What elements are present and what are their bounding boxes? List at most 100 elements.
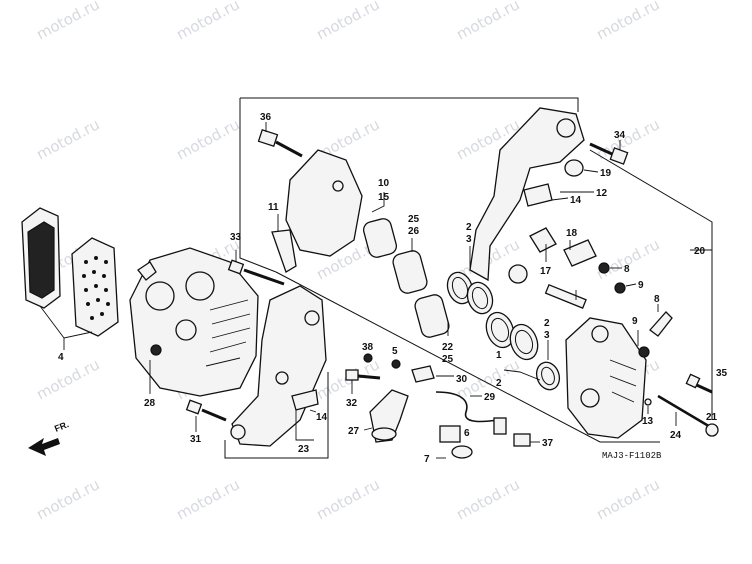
callout-36: 36: [260, 112, 272, 123]
left-bracket-hole-upper: [304, 310, 320, 326]
right-caliper-ribs: [609, 359, 637, 403]
bleeder-8-lower: [649, 311, 673, 337]
left-caliper-piston-bore-1: [145, 281, 175, 311]
callout-3-lower: 3: [544, 330, 550, 341]
slide-pins: [529, 227, 637, 309]
watermark: motod.ru: [33, 0, 102, 44]
callout-19: 19: [600, 168, 612, 179]
watermark: motod.ru: [33, 475, 102, 523]
callout-22: 22: [442, 342, 454, 353]
right-bracket-hole-top: [556, 118, 576, 138]
callout-8-upper: 8: [624, 264, 630, 275]
right-caliper-port: [591, 325, 609, 343]
left-bracket-hole-lower: [230, 424, 246, 440]
right-caliper-body: [565, 249, 719, 439]
leader-9-upper: [625, 283, 637, 287]
left-caliper-fitting: [137, 261, 157, 281]
sensor-30: [411, 365, 435, 383]
callout-25-lower: 25: [442, 354, 454, 365]
watermark: motod.ru: [453, 475, 522, 523]
watermark: motod.ru: [33, 355, 102, 403]
bolt-31-shank: [201, 408, 227, 422]
pad-retainer-hole: [332, 180, 344, 192]
callout-10: 10: [378, 178, 390, 189]
callout-24: 24: [670, 430, 682, 441]
callout-29: 29: [484, 392, 496, 403]
left-bracket-hole-mid: [275, 371, 289, 385]
bracket-frame: [224, 372, 329, 459]
callout-3-upper: 3: [466, 234, 472, 245]
leader-14-upper: [551, 197, 569, 201]
right-caliper-bore: [580, 388, 600, 408]
sensor-bracket-base: [371, 427, 397, 441]
pin-21-head: [705, 423, 719, 437]
upper-frame-top: [240, 97, 579, 112]
bolt-32-shank: [357, 374, 381, 380]
boot-19: [564, 159, 584, 177]
callout-2-lower: 2: [544, 318, 550, 329]
leader-10-15: [371, 192, 385, 213]
washer-38: [363, 353, 373, 363]
callout-18: 18: [566, 228, 578, 239]
right-bracket-plate: [469, 107, 585, 282]
leader-1-2: [503, 369, 541, 381]
callout-2-middle: 2: [496, 378, 502, 389]
piston-lower: [414, 294, 450, 338]
upper-frame-left: [239, 98, 277, 273]
left-caliper-bleeder: [150, 344, 162, 356]
pad-spring-14-upper: [523, 183, 553, 207]
upper-retainer: [257, 122, 385, 273]
fitting-9-upper: [614, 282, 626, 294]
watermark: motod.ru: [33, 115, 102, 163]
callout-28: 28: [144, 398, 156, 409]
slide-pin-18: [563, 239, 597, 267]
forward-direction-label: FR.: [53, 419, 70, 434]
watermark: motod.ru: [593, 0, 662, 44]
leader-19: [583, 169, 599, 173]
watermark: motod.ru: [593, 235, 662, 283]
callout-14-lower: 14: [316, 412, 328, 423]
callout-21: 21: [706, 412, 718, 423]
watermark: motod.ru: [173, 115, 242, 163]
bolt-32-head: [345, 369, 359, 381]
callout-2-upper: 2: [466, 222, 472, 233]
callout-11: 11: [268, 202, 279, 213]
slide-pin-17: [529, 227, 557, 253]
callout-labels: 36 10 15 11 25 26 2 3 18 17 14 12 19 34 …: [58, 112, 728, 465]
bolt-36-shank: [275, 140, 303, 158]
callout-15: 15: [378, 192, 390, 203]
bolt-31-head: [185, 399, 203, 415]
watermark: motod.ru: [173, 475, 242, 523]
brake-pad-right-holes: [82, 256, 110, 320]
watermark: motod.ru: [173, 0, 242, 44]
bolt-34-head: [609, 147, 629, 165]
right-frame: [589, 149, 713, 420]
callout-35: 35: [716, 368, 728, 379]
callout-20: 20: [694, 246, 706, 257]
forward-arrow-icon: FR.: [28, 419, 70, 456]
bolt-36-head: [257, 129, 279, 147]
watermark: motod.ru: [453, 0, 522, 44]
callout-25-upper: 25: [408, 214, 420, 225]
brake-pad-left-lining: [27, 221, 55, 299]
bolts-left: [185, 250, 285, 432]
callout-37: 37: [542, 438, 554, 449]
callout-38: 38: [362, 342, 374, 353]
seal-ring-5: [535, 361, 561, 391]
bolt-34-shank: [589, 142, 613, 156]
callout-32: 32: [346, 398, 358, 409]
bolt-33-shank: [243, 268, 285, 286]
lower-diagonal-frame: [275, 271, 660, 443]
left-caliper-body: [129, 247, 259, 397]
leader-14-lower: [309, 409, 317, 413]
watermark: motod.ru: [593, 115, 662, 163]
right-caliper-shell: [565, 317, 647, 439]
callout-9-upper: 9: [638, 280, 644, 291]
pad-retainer-plate: [285, 149, 363, 257]
callout-17: 17: [540, 266, 552, 277]
watermark: motod.ru: [593, 475, 662, 523]
clip-13: [644, 398, 652, 406]
bolt-16: [544, 283, 587, 309]
callout-23: 23: [298, 444, 310, 455]
